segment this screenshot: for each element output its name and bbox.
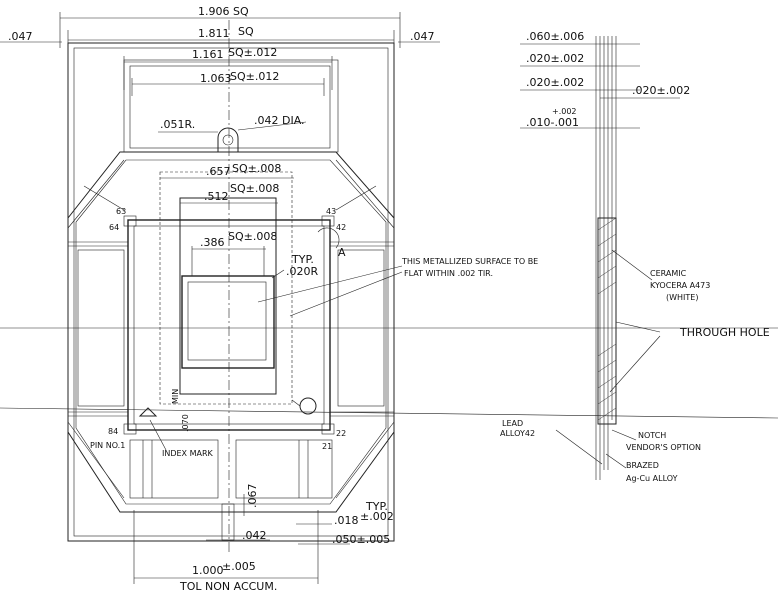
top-notch (217, 127, 239, 152)
view-a-circle (317, 227, 340, 249)
dim-1000: 1.000 (192, 564, 224, 577)
dim-020r: .020R (286, 265, 318, 278)
ceramic-label-3: (WHITE) (666, 293, 698, 302)
dim-right-047: .047 (410, 30, 435, 43)
dim-1063-sq: SQ±.012 (230, 70, 279, 83)
dim-1161: 1.161 (192, 48, 224, 61)
dim-min-070: .070 (181, 414, 190, 432)
top-dimensions (0, 12, 440, 96)
dim-typ: TYP. (291, 253, 314, 266)
brazed-label-1: BRAZED (626, 461, 659, 470)
lead-label-1: LEAD (502, 419, 523, 428)
pin-21: 21 (322, 442, 332, 451)
index-mark-triangle (138, 407, 158, 417)
dim-notch-dia: .042 DIA. (254, 114, 305, 127)
side-view (520, 36, 680, 480)
dim-1161-sq: SQ±.012 (228, 46, 277, 59)
side-dim-020c: .020±.002 (632, 84, 690, 97)
dim-386-sq: SQ±.008 (228, 230, 277, 243)
side-dim-060: .060±.006 (526, 30, 584, 43)
side-dim-plus002: +.002 (552, 107, 577, 116)
side-dim-010: .010-.001 (526, 116, 579, 129)
outer-frame (67, 42, 395, 542)
package-octagon-inner (75, 159, 387, 505)
metallized-note-line2: FLAT WITHIN .002 TIR. (404, 269, 493, 278)
dim-067: .067 (246, 484, 259, 509)
dim-018-tol: ±.002 (360, 510, 394, 523)
package-octagon (67, 151, 395, 513)
ceramic-label-2: KYOCERA A473 (650, 281, 710, 290)
dim-657: .657 (206, 165, 231, 178)
dim-left-047: .047 (8, 30, 33, 43)
dim-min: MIN (171, 389, 180, 404)
pin-42: 42 (336, 223, 346, 232)
dim-notch-radius: .051R. (160, 118, 195, 131)
dim-1000-tol: ±.005 (222, 560, 256, 573)
dim-050: .050±.005 (332, 533, 390, 546)
side-ceramic (597, 217, 617, 425)
dim-typ-bottom: TYP. (365, 500, 388, 513)
pin-63: 63 (116, 207, 126, 216)
brazed-label-2: Ag-Cu ALLOY (626, 474, 678, 483)
ceramic-label-1: CERAMIC (650, 269, 687, 278)
die-386 (181, 275, 275, 369)
dim-1811-sq: SQ (238, 25, 254, 38)
top-channel-inner (129, 65, 331, 149)
through-hole-label: THROUGH HOLE (679, 326, 770, 339)
dim-018: .018 (334, 514, 359, 527)
dim-512: .512 (204, 190, 229, 203)
metallized-note-line1: THIS METALLIZED SURFACE TO BE (401, 257, 538, 266)
dim-657-sq: SQ±.008 (232, 162, 281, 175)
cavity-512 (179, 197, 277, 395)
pin-43: 43 (326, 207, 336, 216)
notch-label-2: VENDOR'S OPTION (626, 443, 701, 452)
notch-label-1: NOTCH (638, 431, 666, 440)
dim-042-bottom: .042 (242, 529, 267, 542)
tol-non-accum: TOL NON ACCUM. (179, 580, 277, 593)
lead-label-2: ALLOY42 (500, 429, 535, 438)
dim-1906: 1.906 SQ (198, 5, 249, 18)
view-a-label: A (338, 246, 346, 259)
section-line (0, 407, 778, 419)
pin-no1: PIN NO.1 (90, 441, 125, 450)
outer-frame-inner (73, 47, 389, 537)
cavity-657 (159, 171, 293, 405)
side-dim-020a: .020±.002 (526, 52, 584, 65)
dim-1063: 1.063 (200, 72, 232, 85)
dim-1811: 1.811 (198, 27, 230, 40)
pin-84: 84 (108, 427, 118, 436)
front-view (0, 20, 778, 555)
pin-22: 22 (336, 429, 346, 438)
dim-512-sq: SQ±.008 (230, 182, 279, 195)
index-mark-label: INDEX MARK (162, 449, 214, 458)
side-dim-020b: .020±.002 (526, 76, 584, 89)
dim-386: .386 (200, 236, 225, 249)
pin-64: 64 (109, 223, 119, 232)
